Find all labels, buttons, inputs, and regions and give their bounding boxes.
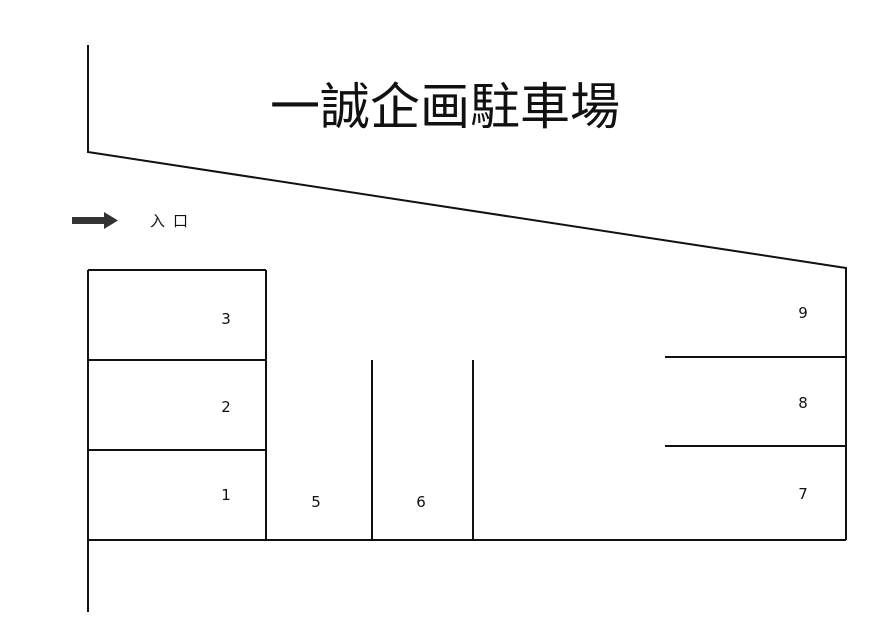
- space-number-3: 3: [221, 310, 231, 328]
- lot-boundary: [87, 45, 847, 612]
- space-number-7: 7: [798, 485, 808, 503]
- space-number-2: 2: [221, 398, 231, 416]
- space-number-5: 5: [311, 493, 321, 511]
- space-dividers: [88, 269, 846, 540]
- entrance-label: 入口: [150, 212, 196, 230]
- entrance-arrow-icon: [72, 212, 118, 229]
- space-number-8: 8: [798, 394, 808, 412]
- space-number-1: 1: [221, 486, 231, 504]
- space-number-6: 6: [416, 493, 426, 511]
- map-title: 一誠企画駐車場: [270, 78, 620, 136]
- space-number-9: 9: [798, 304, 808, 322]
